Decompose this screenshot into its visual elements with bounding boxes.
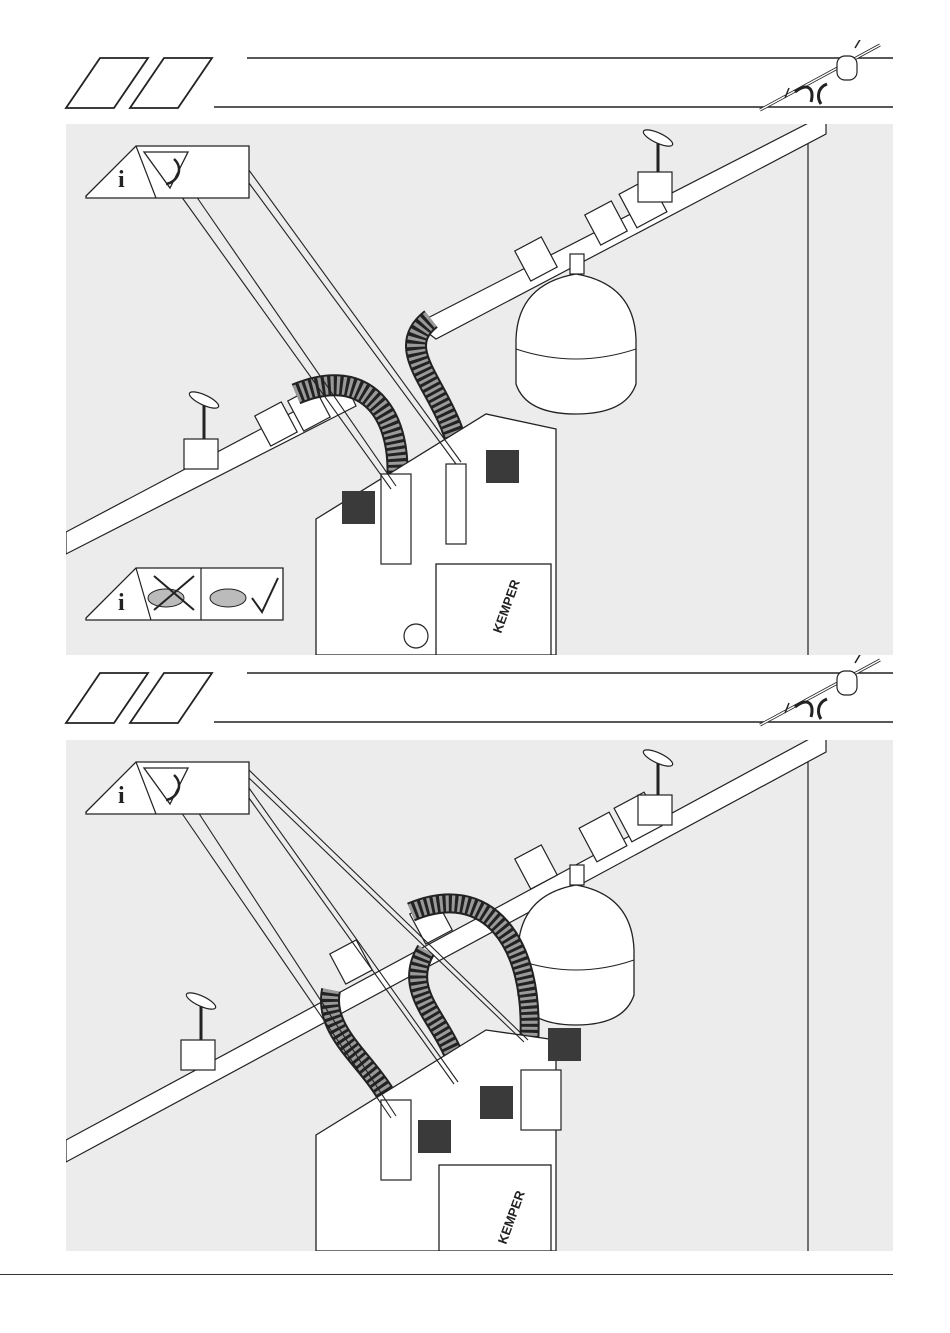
info-icon: i xyxy=(118,590,125,616)
callout-marker-3 xyxy=(548,1028,581,1061)
system-overview-icon xyxy=(755,40,895,115)
installation-illustration-2: KEMPER i xyxy=(66,740,893,1251)
info-torque-box xyxy=(86,762,249,814)
kemper-station-housing xyxy=(316,414,556,655)
callout-marker-2 xyxy=(486,450,519,483)
footer-rule xyxy=(0,1274,893,1275)
callout-marker-1 xyxy=(418,1120,451,1153)
installation-illustration-1: KEMPER i xyxy=(66,124,893,655)
shutoff-valve-left xyxy=(184,389,221,469)
info-torque-box xyxy=(86,146,249,198)
system-overview-icon xyxy=(755,655,895,730)
illustration-panel-1: KEMPER i xyxy=(66,124,893,655)
wrench-info-box xyxy=(86,568,283,620)
shutoff-valve-upper xyxy=(638,747,675,825)
step-header-1 xyxy=(0,50,950,120)
shutoff-valve-left xyxy=(181,990,218,1070)
callout-marker-1 xyxy=(342,491,375,524)
callout-marker-2 xyxy=(480,1086,513,1119)
shutoff-valve-upper xyxy=(638,127,675,202)
info-icon: i xyxy=(118,783,125,809)
illustration-panel-2: KEMPER i xyxy=(66,740,893,1251)
step-header-2 xyxy=(0,665,950,735)
info-icon: i xyxy=(118,167,125,193)
